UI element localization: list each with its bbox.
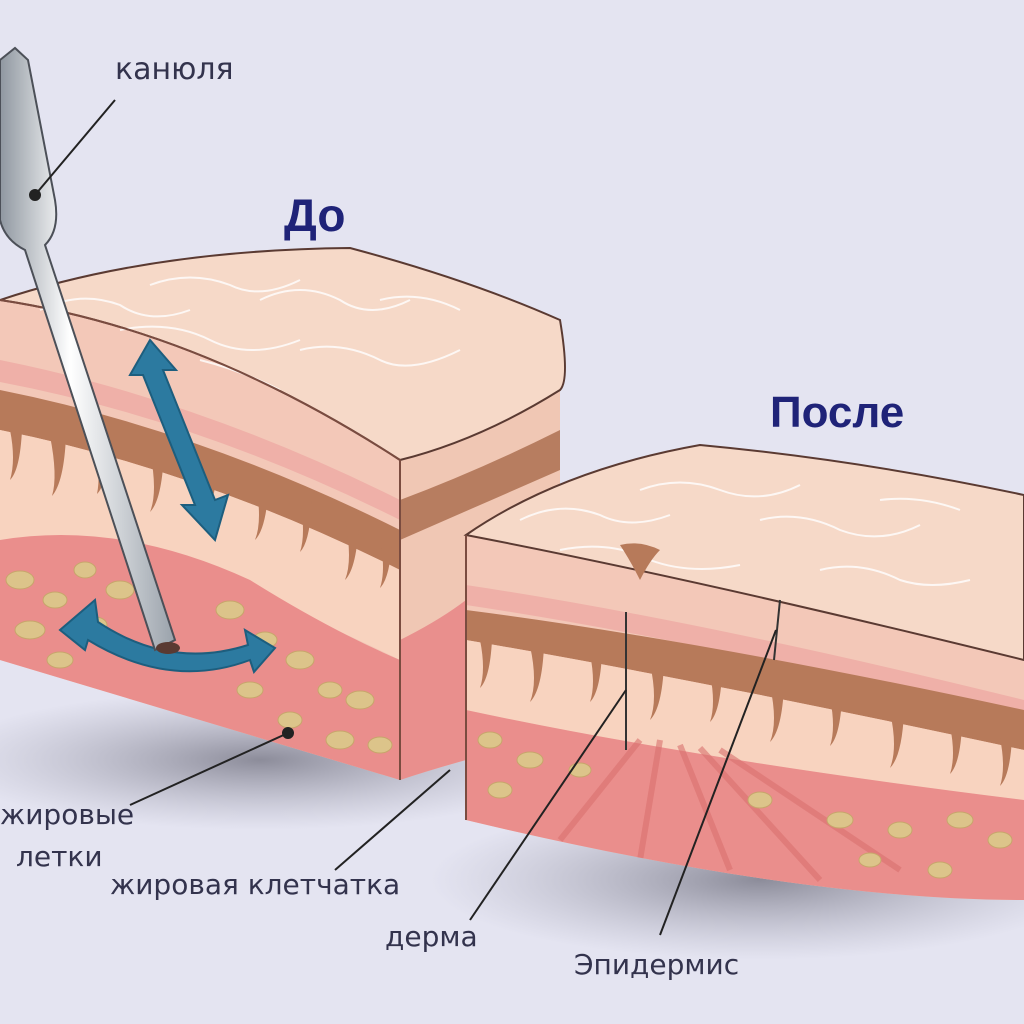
label-fat-cells-line2: летки (16, 840, 103, 873)
label-cannula: канюля (115, 52, 234, 87)
label-dermis: дерма (385, 920, 478, 953)
label-epidermis: Эпидермис (574, 948, 739, 981)
title-after: После (770, 388, 904, 438)
label-fat-tissue: жировая клетчатка (110, 868, 400, 901)
cannula-leader (35, 100, 115, 195)
label-fat-cells-line1: жировые (0, 798, 134, 831)
title-before: До (284, 188, 345, 242)
